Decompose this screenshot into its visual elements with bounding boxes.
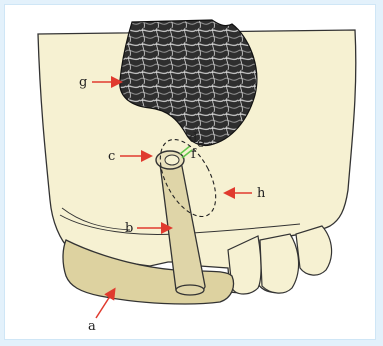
label-b: b (125, 221, 133, 236)
tooth-lobe-3 (296, 226, 332, 275)
label-a: a (88, 319, 96, 334)
label-e: e (197, 136, 205, 151)
implant-bottom (176, 285, 204, 295)
label-h: h (257, 186, 266, 201)
label-g: g (79, 75, 87, 90)
label-c: c (108, 149, 115, 164)
implant-head-inner (165, 155, 179, 165)
tooth-lobe-2 (260, 234, 299, 293)
